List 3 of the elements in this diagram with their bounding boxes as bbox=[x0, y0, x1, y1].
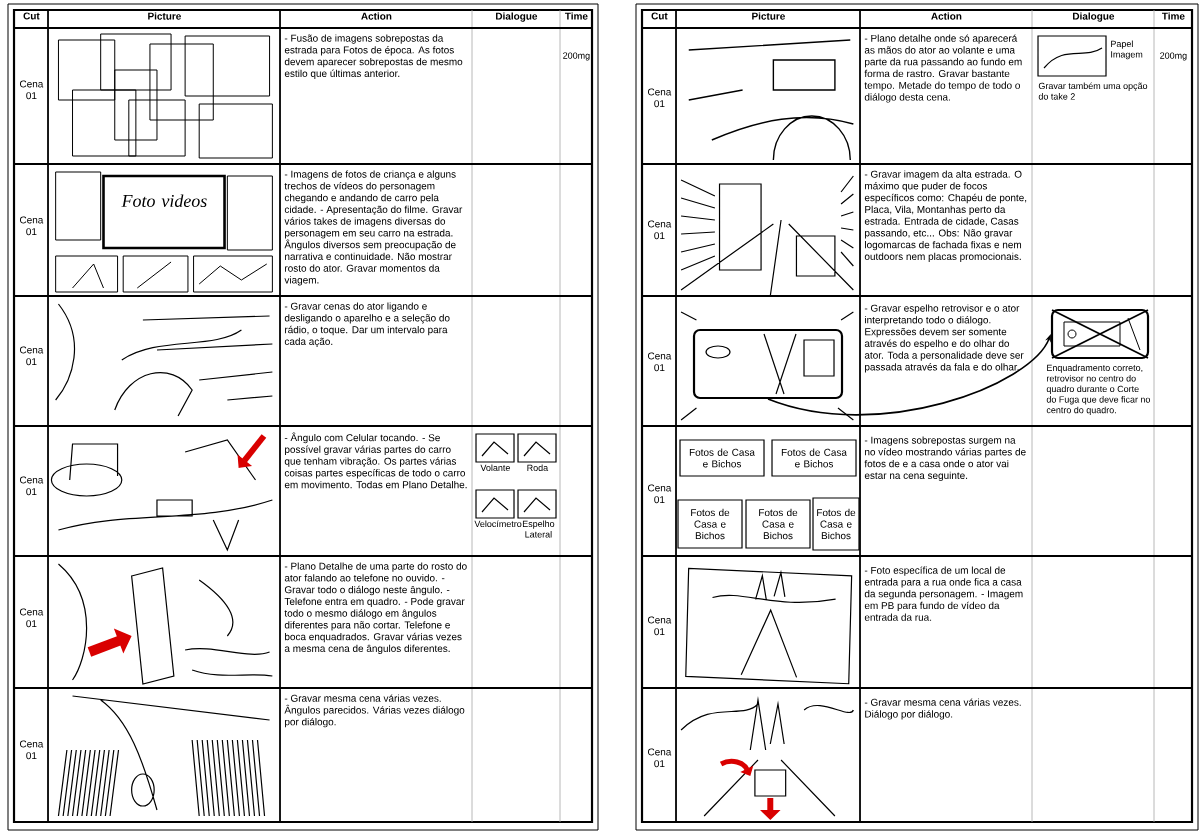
crossed-thumbnail-drawing bbox=[1050, 308, 1150, 360]
rearview-mirror-drawing bbox=[692, 328, 844, 400]
handwritten-text: Foto videos bbox=[121, 194, 207, 208]
